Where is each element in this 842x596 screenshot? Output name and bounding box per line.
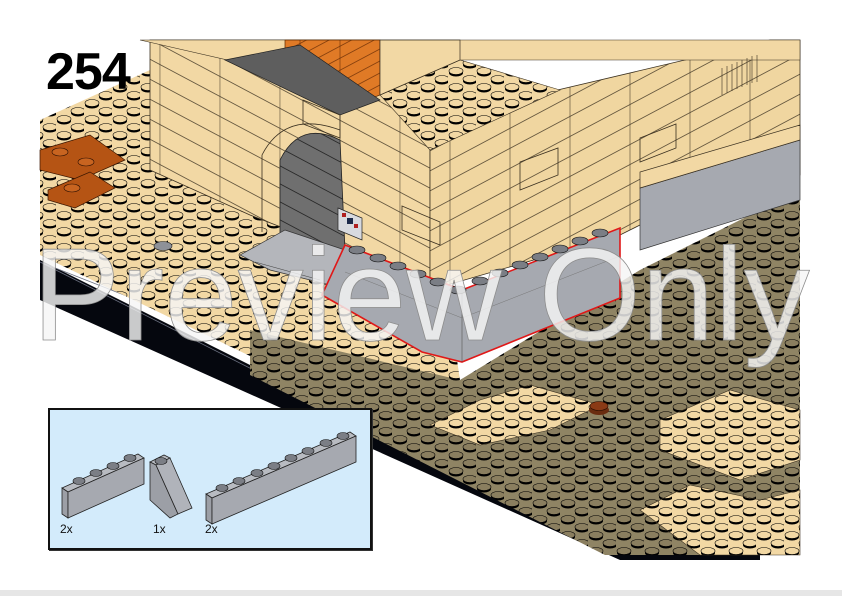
parts-illustrations xyxy=(61,431,357,525)
slope-brick-icon xyxy=(149,454,193,519)
step-number: 254 xyxy=(46,43,131,101)
part-quantity: 2x xyxy=(60,522,73,536)
parts-list-callout: 2x 1x 2x xyxy=(48,408,372,550)
preview-watermark: Preview Only xyxy=(32,222,810,368)
page-bottom-border xyxy=(0,590,842,596)
watermark-text: Preview Only xyxy=(32,222,810,368)
part-quantity: 1x xyxy=(153,522,166,536)
part-quantity: 2x xyxy=(205,522,218,536)
brick-1x8-icon xyxy=(205,431,357,525)
brick-1x4-icon xyxy=(61,453,145,519)
